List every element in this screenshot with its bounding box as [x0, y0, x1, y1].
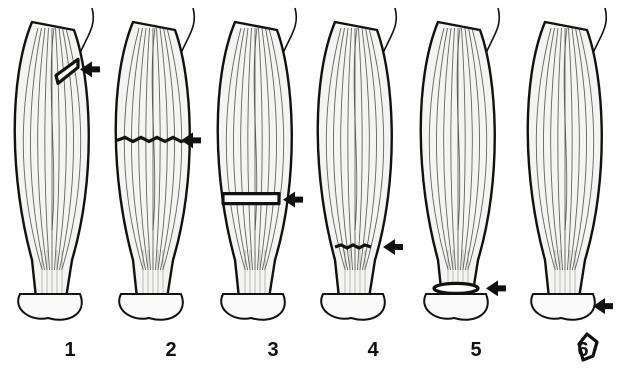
panel-2: 2	[116, 8, 201, 361]
injury-arrow-icon	[383, 239, 403, 255]
panel-3: 3	[218, 8, 303, 361]
panel-label: 1	[64, 339, 75, 361]
panel-label: 6	[577, 339, 588, 361]
panel-6: 6	[528, 8, 613, 361]
bone-condyle	[221, 294, 285, 320]
panels-group: 1 2 3 4 5 6	[15, 8, 613, 361]
injury-arrow-icon	[593, 298, 613, 314]
panel-4: 4	[318, 8, 403, 361]
panel-label: 4	[367, 339, 379, 361]
panel-5: 5	[421, 8, 506, 361]
injury-arrow-icon	[486, 280, 506, 296]
bone-condyle	[119, 294, 183, 320]
bone-condyle	[321, 294, 385, 320]
bone-condyle	[424, 294, 488, 320]
tear-mark	[223, 194, 279, 204]
panel-label: 2	[165, 339, 176, 361]
panel-label: 5	[470, 339, 481, 361]
tear-mark	[434, 283, 478, 293]
bone-condyle	[18, 294, 82, 320]
bone-condyle	[531, 294, 595, 320]
panel-label: 3	[267, 339, 278, 361]
panel-1: 1	[15, 8, 100, 361]
